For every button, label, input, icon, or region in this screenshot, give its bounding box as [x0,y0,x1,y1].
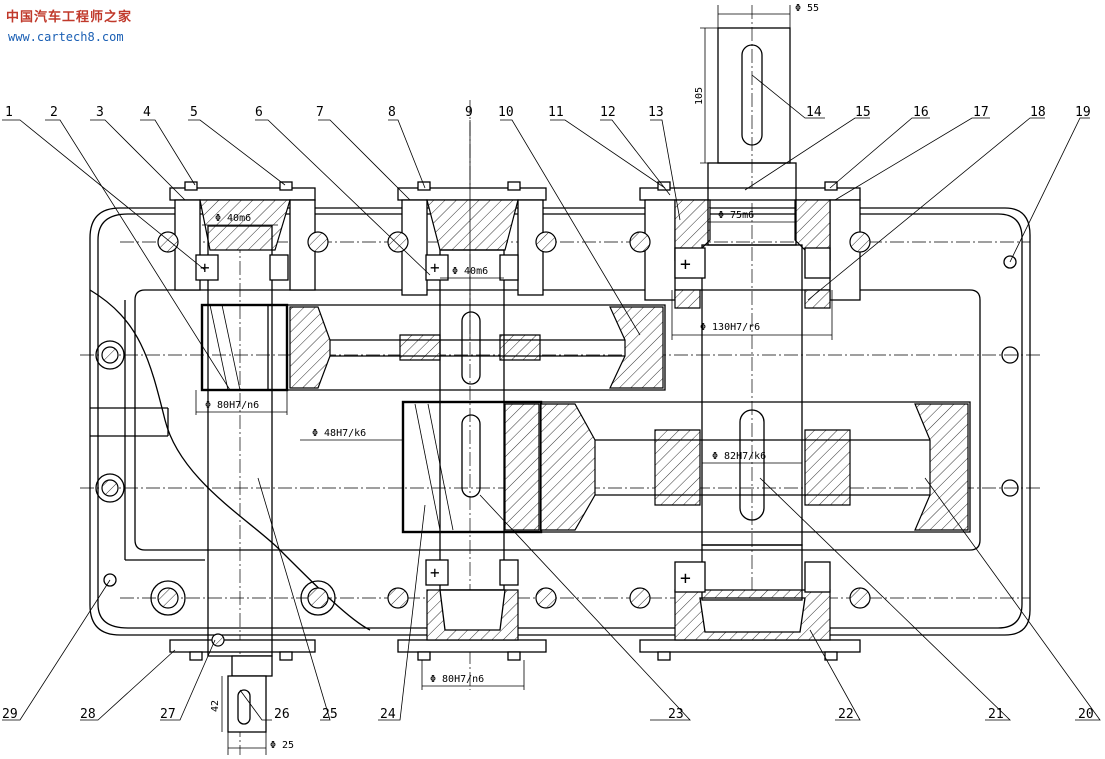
dim-output-shaft-dia: Φ 55 [795,3,819,14]
upper-gear [286,304,666,391]
part-number-label: 10 [498,105,514,120]
part-number-label: 14 [806,105,822,120]
svg-text:+: + [200,258,210,277]
dim-input-gear-fit: Φ 80H7/n6 [205,400,259,411]
part-number-label: 29 [2,707,18,722]
svg-text:+: + [430,258,440,277]
dim-mid-gear-fit: Φ 48H7/k6 [312,428,366,439]
part-number-label: 18 [1030,105,1046,120]
dim-bearing-seat-input: Φ 40m6 [215,213,251,224]
part-number-label: 17 [973,105,989,120]
lower-gear [540,401,971,533]
part-number-label: 12 [600,105,616,120]
svg-text:+: + [680,254,691,275]
part-number-label: 15 [855,105,871,120]
part-number-label: 23 [668,707,684,722]
part-number-label: 9 [465,105,473,120]
part-number-label: 2 [50,105,58,120]
part-number-label: 28 [80,707,96,722]
part-number-label: 26 [274,707,290,722]
part-number-label: 22 [838,707,854,722]
output-shaft: + + [674,27,831,601]
mid-shaft: + + [401,249,543,591]
dim-mid-bottom-fit: Φ 80H7/n6 [430,674,484,685]
part-number-label: 19 [1075,105,1091,120]
watermark-url: www.cartech8.com [8,30,124,44]
part-number-label: 16 [913,105,929,120]
leader-lines [2,74,1101,721]
part-number-label: 3 [96,105,104,120]
part-number-label: 8 [388,105,396,120]
dimension-lines [195,5,833,755]
part-number-label: 21 [988,707,1004,722]
dim-input-shaft-len: 42 [210,700,221,712]
dim-output-gear-fit: Φ 130H7/r6 [700,322,760,333]
part-number-label: 7 [316,105,324,120]
part-number-label: 25 [322,707,338,722]
svg-text:+: + [680,568,691,589]
dimension-labels: Φ 55 105 Φ 75m6 Φ 40m6 Φ 40m6 Φ 130H7/r6… [205,3,819,751]
input-shaft: + [195,225,289,733]
part-number-labels-bottom: 29 28 27 26 25 24 23 22 21 20 [2,707,1094,722]
bolts [95,231,1019,647]
part-number-label: 4 [143,105,151,120]
dim-bearing-seat-output: Φ 75m6 [718,210,754,221]
part-number-label: 6 [255,105,263,120]
dim-input-shaft-dia: Φ 25 [270,740,294,751]
dim-output-gear2-fit: Φ 82H7/k6 [712,451,766,462]
part-number-label: 24 [380,707,396,722]
dim-output-shaft-len: 105 [694,87,705,105]
part-number-label: 1 [5,105,13,120]
svg-text:+: + [430,563,440,582]
part-number-label: 20 [1078,707,1094,722]
part-number-label: 5 [190,105,198,120]
part-number-labels-top: 1 2 3 4 5 6 7 8 9 10 11 12 13 14 15 16 1… [5,105,1091,120]
part-number-label: 13 [648,105,664,120]
part-number-label: 27 [160,707,176,722]
part-number-label: 11 [548,105,564,120]
bottom-bearing-caps [169,589,861,661]
watermark-title: 中国汽车工程师之家 [6,10,133,25]
